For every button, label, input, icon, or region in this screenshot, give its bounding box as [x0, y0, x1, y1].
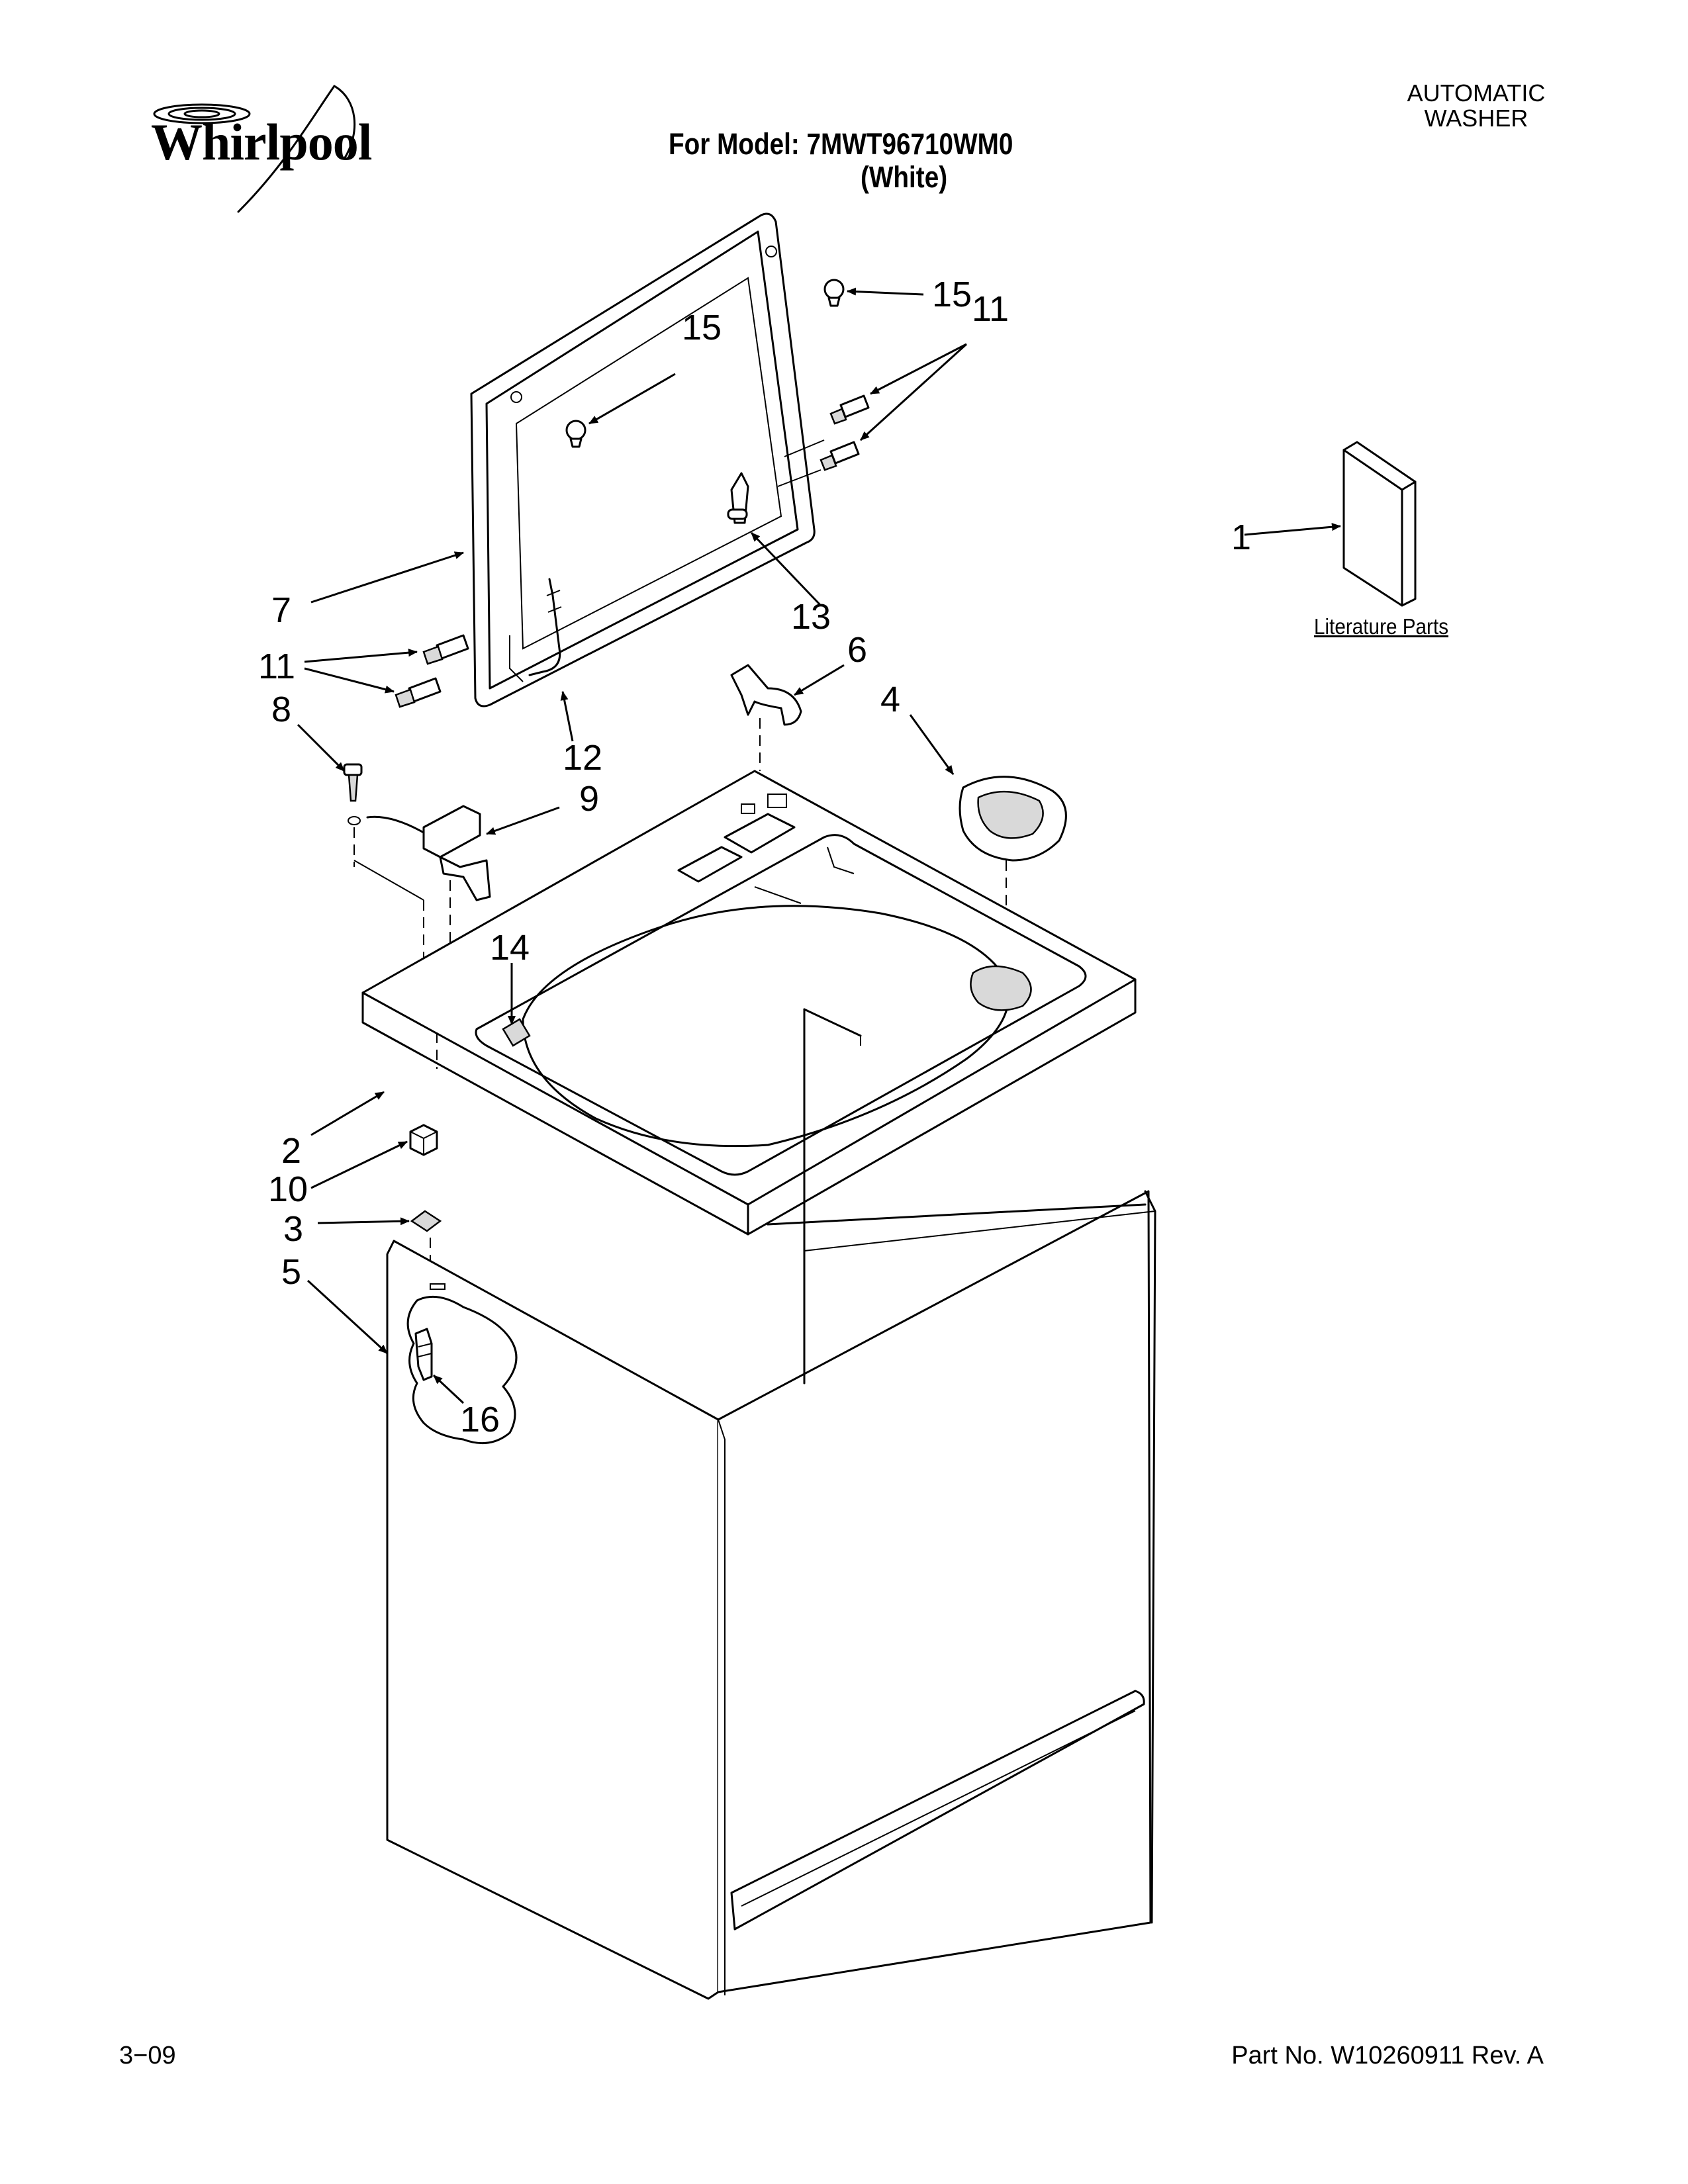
- panel-clip: [410, 1210, 442, 1274]
- callout-6: 6: [847, 630, 868, 670]
- revision-date: 3−09: [119, 2042, 176, 2070]
- callout-5: 5: [281, 1252, 302, 1292]
- lid-assembly: [470, 212, 816, 707]
- lid-switch: [353, 805, 491, 999]
- product-type-line1: AUTOMATIC: [1407, 79, 1546, 107]
- wire-clip: [730, 664, 802, 771]
- product-type-line2: WASHER: [1424, 105, 1528, 132]
- whirlpool-logo-swirl: [153, 85, 356, 213]
- brand-logo: Whirlpool: [151, 113, 372, 171]
- callout-3: 3: [283, 1209, 304, 1249]
- callout-1: 1: [1231, 518, 1252, 557]
- callout-9: 9: [579, 779, 600, 819]
- callout-16: 16: [460, 1400, 500, 1439]
- callout-10: 10: [268, 1169, 308, 1209]
- lid-bumper-upper: [823, 279, 845, 307]
- callout-11-upper: 11: [972, 289, 1009, 329]
- part-number: Part No. W10260911 Rev. A: [1231, 2042, 1544, 2070]
- literature-parts-label: Literature Parts: [1314, 614, 1449, 639]
- top-panel: [361, 770, 1137, 1252]
- callout-15-lower: 15: [682, 308, 722, 347]
- callout-leader-lines: [297, 287, 1341, 1404]
- lid-bumper-lower: [565, 420, 586, 448]
- lid-hinge: [727, 472, 749, 524]
- dispenser-cover: [959, 776, 1067, 999]
- hinge-screws-upper: [777, 394, 870, 487]
- hex-nut: [409, 1124, 438, 1156]
- model-color: (White): [861, 160, 948, 194]
- callout-14: 14: [490, 928, 530, 968]
- callout-15-upper: 15: [932, 275, 972, 314]
- callout-4: 4: [880, 680, 901, 719]
- callout-7: 7: [271, 590, 292, 630]
- callout-11-lower: 11: [258, 647, 296, 686]
- callout-8: 8: [271, 690, 292, 729]
- literature-parts-booklet: [1342, 441, 1417, 607]
- callout-12: 12: [563, 738, 603, 778]
- lid-switch-screw: [343, 763, 363, 867]
- product-type: AUTOMATIC WASHER: [1357, 81, 1595, 131]
- hinge-screws-lower: [395, 634, 469, 708]
- callout-2: 2: [281, 1131, 302, 1171]
- callout-13: 13: [791, 597, 831, 637]
- washer-cabinet: [386, 1190, 1156, 2000]
- model-number: For Model: 7MWT96710WM0: [669, 127, 1013, 161]
- lid-hinge-rod: [528, 578, 562, 676]
